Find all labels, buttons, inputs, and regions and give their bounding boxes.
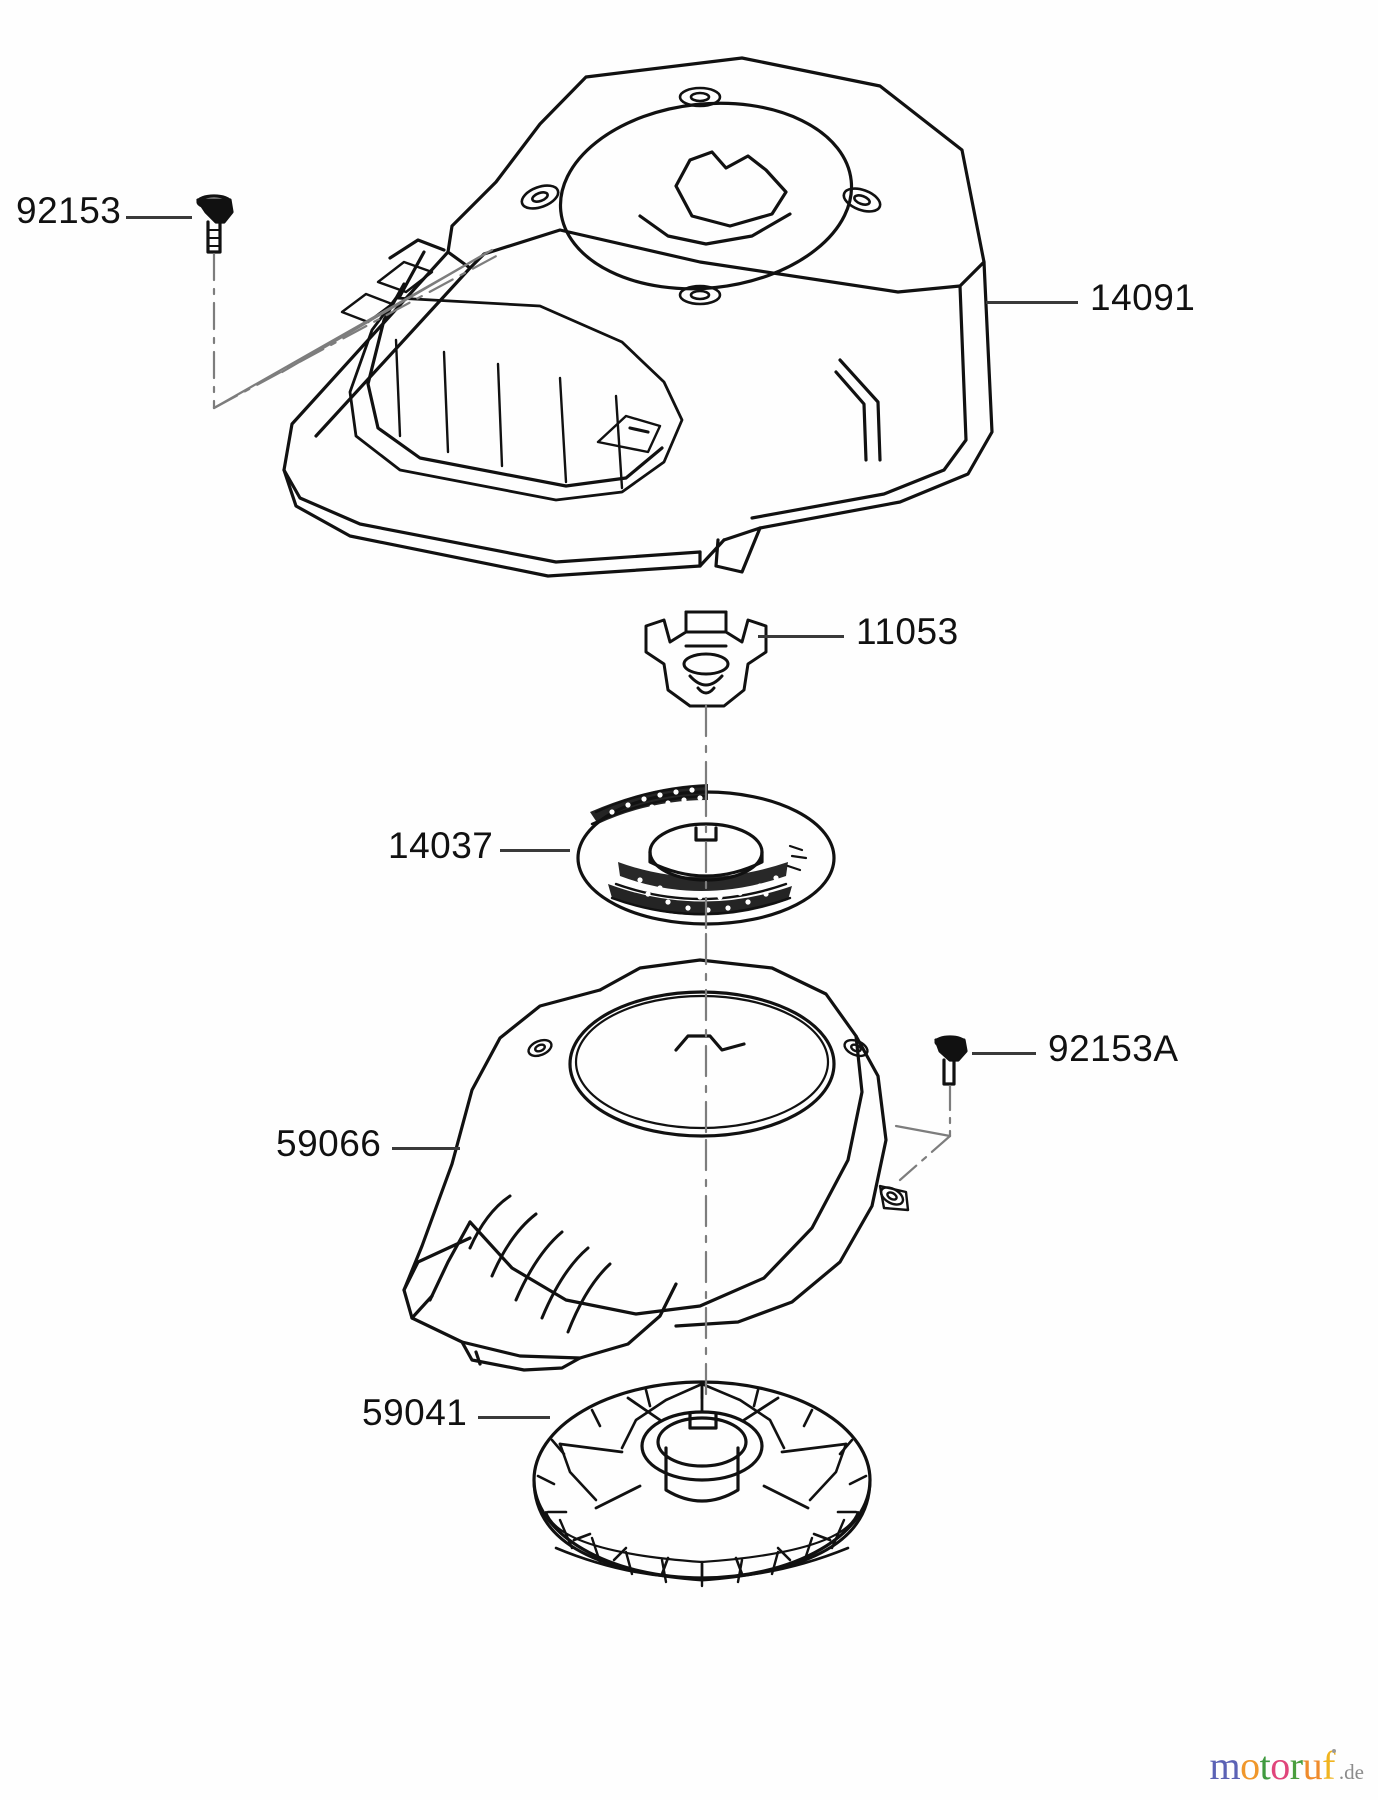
watermark-letter: u	[1302, 1743, 1323, 1788]
leader-line-14091	[986, 301, 1078, 304]
watermark-letter: m	[1209, 1743, 1241, 1788]
watermark-dot-accent	[1331, 1749, 1336, 1753]
part-number-label-14091[interactable]: 14091	[1090, 277, 1196, 318]
part-11053-bracket-clip	[644, 610, 768, 708]
leader-line-14037	[500, 849, 570, 852]
part-number-label-14037[interactable]: 14037	[388, 825, 494, 866]
part-number-label-92153[interactable]: 92153	[16, 190, 122, 231]
leader-line-92153A	[972, 1052, 1036, 1055]
leader-line-59041	[478, 1416, 550, 1419]
watermark-letter: o	[1240, 1743, 1260, 1788]
part-number-label-92153A[interactable]: 92153A	[1048, 1028, 1179, 1069]
part-14091-fan-cover	[282, 56, 994, 578]
part-59066-fan-shroud	[402, 958, 910, 1372]
part-number-label-59066[interactable]: 59066	[276, 1123, 382, 1164]
part-number-label-11053[interactable]: 11053	[856, 611, 959, 652]
watermark-letter: r	[1289, 1743, 1303, 1788]
part-92153A-bolt	[934, 1035, 968, 1086]
part-92153-bolt	[196, 194, 234, 254]
leader-line-59066	[392, 1147, 460, 1150]
watermark-letter: o	[1270, 1743, 1290, 1788]
part-number-label-59041[interactable]: 59041	[362, 1392, 468, 1433]
leader-line-92153	[126, 216, 192, 219]
watermark-letter: t	[1259, 1743, 1271, 1788]
part-59041-cooling-fan	[532, 1380, 872, 1588]
watermark-tld: .de	[1338, 1760, 1364, 1784]
watermark-letter: f	[1322, 1743, 1335, 1788]
site-watermark: motoruf.de	[1210, 1746, 1364, 1786]
leader-line-11053	[758, 635, 844, 638]
